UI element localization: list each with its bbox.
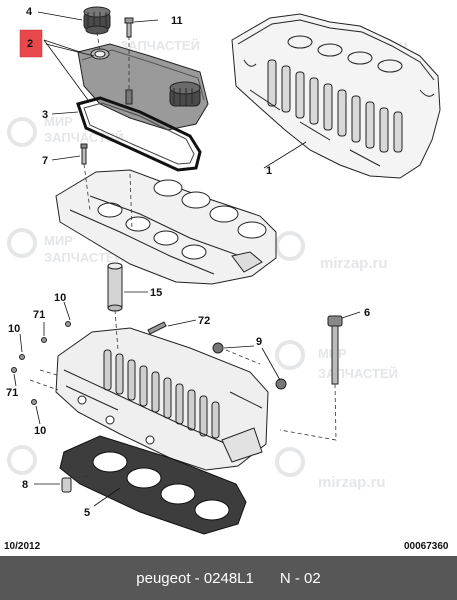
camshaft-carrier <box>55 169 277 285</box>
callout-1[interactable]: 1 <box>266 165 272 177</box>
callout-15[interactable]: 15 <box>150 287 162 299</box>
svg-text:mirzap.ru: mirzap.ru <box>320 255 388 272</box>
brand-code-label: peugeot - 0248L1 <box>136 569 254 587</box>
watermark-logo-2: МИР ЗАПЧАСТЕЙ <box>7 228 124 265</box>
pin-part-72 <box>147 321 167 335</box>
callout-4[interactable]: 4 <box>26 6 33 18</box>
svg-text:ЗАПЧАСТЕЙ: ЗАПЧАСТЕЙ <box>44 250 124 265</box>
watermark-logo-1: МИР ЗАПЧАСТЕЙ <box>7 114 124 147</box>
callout-10-top[interactable]: 10 <box>54 292 66 304</box>
svg-text:ЗАПЧАСТЕЙ: ЗАПЧАСТЕЙ <box>44 130 124 145</box>
diagram-date: 10/2012 <box>4 541 41 552</box>
small-plugs-parts-10-71 <box>11 321 71 405</box>
stud-part-7 <box>80 143 88 165</box>
callout-11[interactable]: 11 <box>171 15 183 27</box>
head-gasket-part-5 <box>59 435 247 535</box>
cylinder-head <box>55 327 269 471</box>
bolt-part-11 <box>124 17 134 38</box>
bottom-caption-bar: peugeot - 0248L1 N - 02 <box>0 556 457 600</box>
page-label: N - 02 <box>279 569 321 587</box>
callout-labels: 4 2 11 3 7 1 15 10 6 71 72 10 9 71 10 8 … <box>6 6 370 519</box>
diagram-doc-number: 00067360 <box>404 541 449 552</box>
engine-assembly-part-1 <box>231 13 441 179</box>
plugs-part-9 <box>212 342 287 390</box>
callout-10-bottom[interactable]: 10 <box>34 425 46 437</box>
svg-text:ЗАПЧАСТЕЙ: ЗАПЧАСТЕЙ <box>318 366 398 381</box>
callout-2[interactable]: 2 <box>27 38 33 50</box>
callout-10-left[interactable]: 10 <box>8 323 20 335</box>
svg-text:mirzap.ru: mirzap.ru <box>318 474 386 491</box>
callout-6[interactable]: 6 <box>364 307 370 319</box>
watermark-logo-3: mirzap.ru <box>275 231 388 272</box>
callout-71-left[interactable]: 71 <box>6 387 18 399</box>
callout-5[interactable]: 5 <box>84 507 90 519</box>
callout-8[interactable]: 8 <box>22 479 28 491</box>
svg-text:МИР: МИР <box>44 233 73 248</box>
oil-filler-cap-on-cover <box>169 81 201 107</box>
valve-cover-part-2 <box>77 43 209 131</box>
svg-text:МИР: МИР <box>44 114 73 129</box>
svg-text:ЗАПЧАСТЕЙ: ЗАПЧАСТЕЙ <box>120 38 200 53</box>
callout-3[interactable]: 3 <box>42 109 48 121</box>
sleeve-part-15 <box>107 262 123 312</box>
dowel-part-8 <box>61 477 72 493</box>
callout-7[interactable]: 7 <box>42 155 48 167</box>
assembly-guide-lines <box>29 31 337 479</box>
callout-72[interactable]: 72 <box>198 315 210 327</box>
oil-filler-cap-part-4 <box>83 6 111 35</box>
watermark-logo-4: mirzap.ru <box>7 445 386 491</box>
cover-gasket-part-3 <box>76 96 202 172</box>
callout-71-top[interactable]: 71 <box>33 309 45 321</box>
callout-9[interactable]: 9 <box>256 336 262 348</box>
selected-callout-highlight <box>19 29 43 58</box>
leader-lines <box>13 11 361 507</box>
